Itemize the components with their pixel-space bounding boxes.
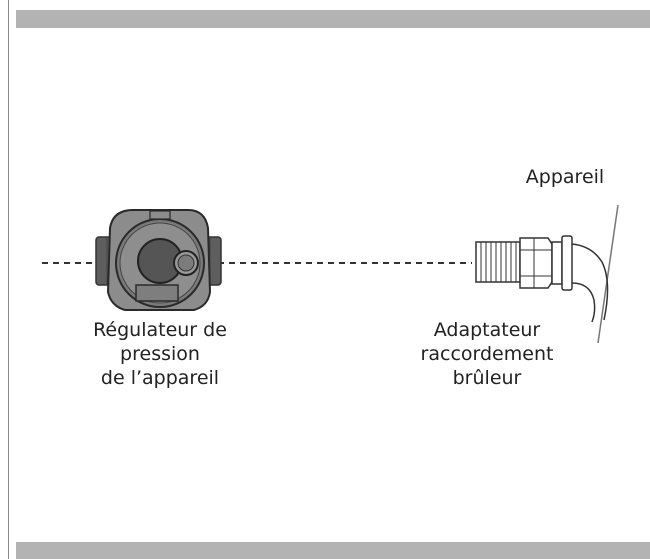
appliance-label: Appareil — [525, 166, 605, 188]
adapter-label-line-2: raccordement — [420, 343, 554, 365]
frame-left-border — [8, 0, 9, 559]
bottom-band — [16, 542, 650, 559]
appliance-wall-line — [597, 204, 619, 344]
top-band — [16, 10, 650, 28]
adapter-label: Adaptateur raccordement brûleur — [397, 318, 577, 390]
regulator-label-line-3: de l’appareil — [100, 367, 220, 389]
gas-pressure-regulator-icon — [95, 209, 222, 311]
adapter-label-line-3: brûleur — [452, 367, 522, 389]
regulator-label-line-1: Régulateur de — [93, 319, 227, 341]
adapter-label-line-1: Adaptateur — [433, 319, 541, 341]
regulator-label-line-2: pression — [120, 343, 200, 365]
burner-connection-adapter-icon — [475, 204, 619, 344]
regulator-label: Régulateur de pression de l’appareil — [60, 318, 260, 390]
